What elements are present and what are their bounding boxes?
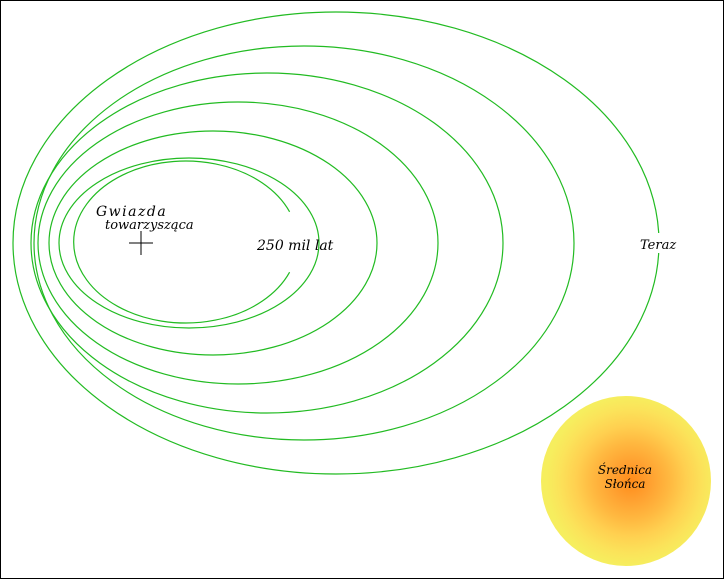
orbit-6 — [33, 45, 575, 441]
outer-orbit-label-gap — [653, 233, 667, 253]
orbit-1 — [73, 160, 291, 324]
orbit-group — [12, 11, 660, 475]
orbit-4 — [37, 101, 439, 385]
orbit-7 — [12, 11, 660, 475]
outer-orbit-label: Teraz — [640, 238, 676, 253]
sun-label-line2: Słońca — [605, 477, 646, 491]
inner-orbit-label: 250 mil lat — [256, 238, 334, 254]
orbit-3 — [48, 130, 378, 356]
crosshair-icon — [129, 231, 153, 255]
sun-label-line1: Średnica — [598, 461, 652, 477]
orbit-2 — [58, 157, 320, 329]
companion-label-line2: towarzysząca — [105, 218, 194, 233]
orbit-5 — [30, 72, 504, 414]
companion-label-line1: Gwiazda — [96, 204, 167, 220]
sun-diameter-disc — [541, 396, 711, 566]
